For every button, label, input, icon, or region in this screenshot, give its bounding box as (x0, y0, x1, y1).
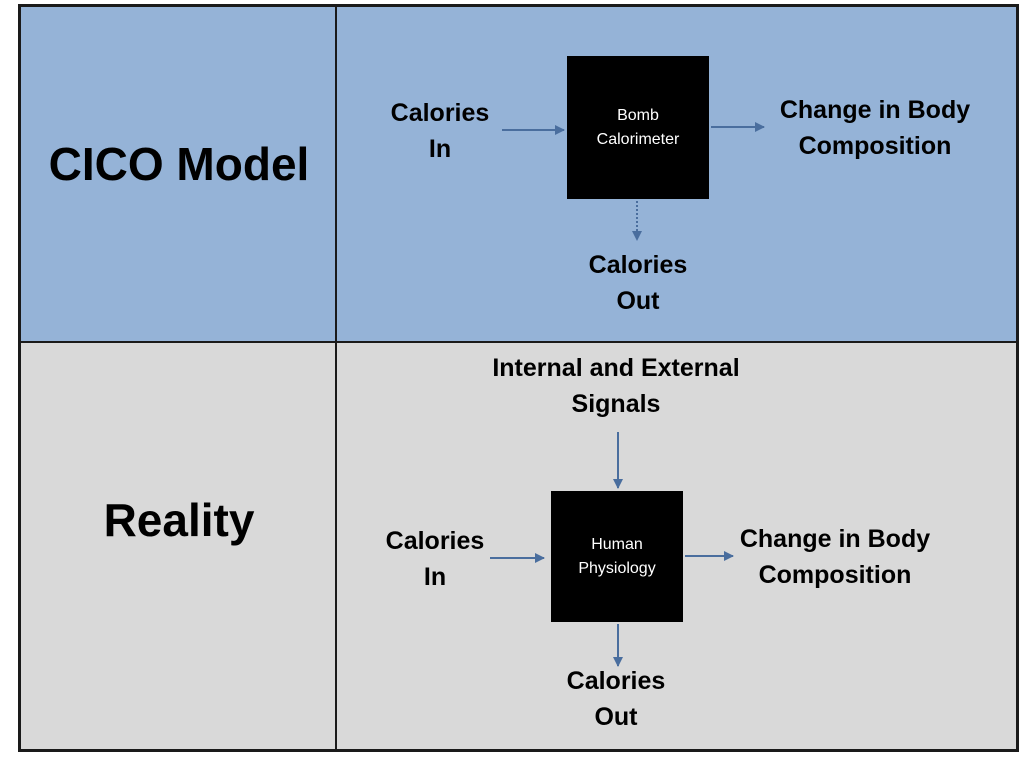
reality-box-line-1: Human (591, 535, 643, 553)
reality-calories-out-label: Calories Out (566, 667, 666, 731)
model-label-cell: CICO Model (21, 7, 337, 343)
reality-label-cell: Reality (21, 343, 337, 749)
model-calories-out-label: Calories Out (588, 251, 688, 315)
reality-box-line-2: Physiology (578, 559, 656, 577)
model-box-line-2: Calorimeter (596, 130, 680, 148)
model-change-body-label: Change in Body Composition (779, 96, 971, 160)
model-box-line-1: Bomb (617, 106, 659, 124)
reality-row-label: Reality (103, 494, 255, 546)
model-calories-in-label: Calories In (390, 99, 490, 163)
reality-signals-label: Internal and External Signals (492, 354, 740, 418)
comparison-table: CICO Model Reality (18, 4, 1019, 752)
model-row-label: CICO Model (48, 138, 310, 190)
reality-calories-in-label: Calories In (385, 527, 485, 591)
reality-change-body-label: Change in Body Composition (739, 525, 931, 589)
bomb-calorimeter-box: Bomb Calorimeter (567, 56, 709, 199)
human-physiology-box: Human Physiology (551, 491, 683, 622)
